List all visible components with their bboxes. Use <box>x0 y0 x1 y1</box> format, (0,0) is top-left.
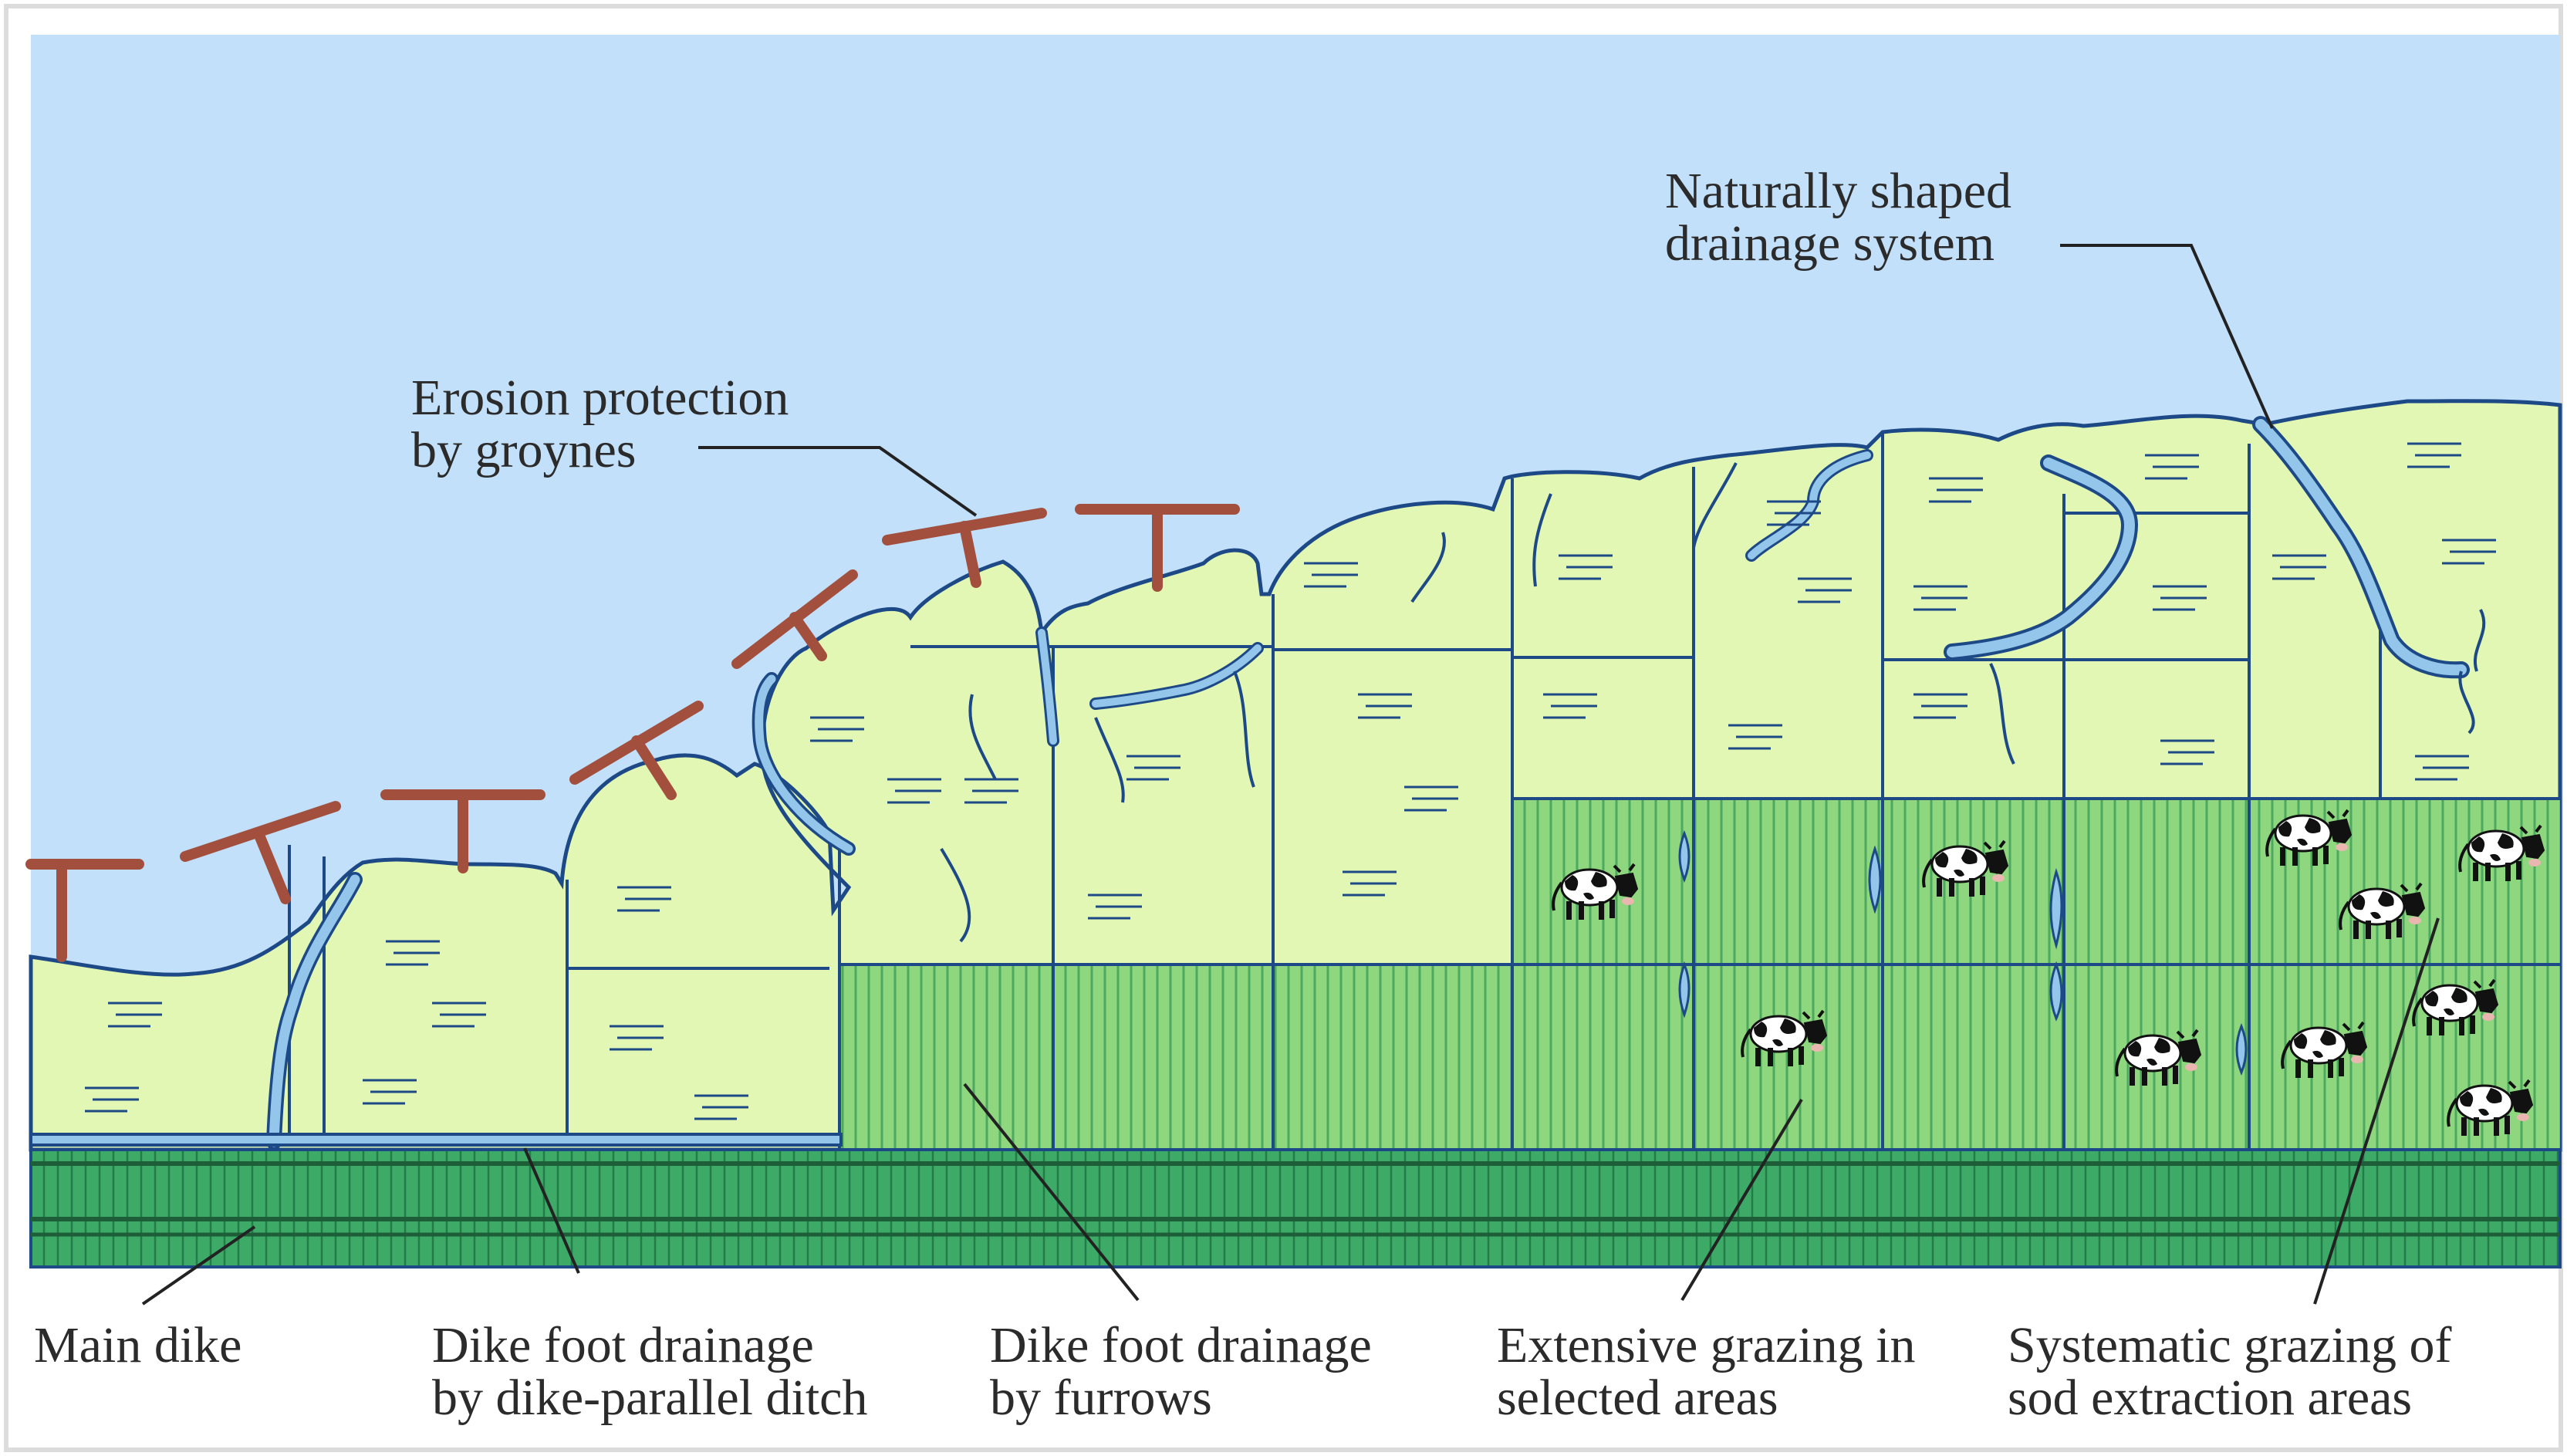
dike-parallel-ditch <box>29 1133 843 1147</box>
label-systematic-grazing: Systematic grazing of sod extraction are… <box>2008 1319 2452 1424</box>
label-line: Systematic grazing of <box>2008 1317 2452 1373</box>
furrow-zone-right <box>1512 799 2560 1150</box>
minor-creeks <box>940 462 2486 943</box>
label-line: selected areas <box>1497 1370 1778 1426</box>
label-groynes: Erosion protection by groynes <box>411 372 789 477</box>
main-dike <box>29 1148 2562 1269</box>
label-line: by furrows <box>990 1370 1212 1426</box>
label-line: Erosion protection <box>411 370 789 426</box>
groyne-icon <box>731 569 858 669</box>
pools <box>1678 829 2248 1076</box>
label-furrows: Dike foot drainage by furrows <box>990 1319 1372 1424</box>
label-line: Dike foot drainage <box>432 1317 814 1373</box>
groyne-icon <box>380 789 545 873</box>
label-line: by groynes <box>411 422 637 478</box>
groyne-icon <box>180 801 341 904</box>
label-line: Main dike <box>34 1317 242 1373</box>
label-extensive-grazing: Extensive grazing in selected areas <box>1497 1319 1916 1424</box>
label-ditch: Dike foot drainage by dike-parallel ditc… <box>432 1319 867 1424</box>
label-line: Naturally shaped <box>1665 163 2012 219</box>
label-line: drainage system <box>1665 215 1995 272</box>
groyne-icon <box>1075 504 1240 592</box>
groynes <box>25 504 1240 962</box>
label-line: sod extraction areas <box>2008 1370 2413 1426</box>
furrow-zone-left <box>839 964 1512 1150</box>
groyne-icon <box>569 701 704 800</box>
natural-creeks <box>266 416 2470 1150</box>
vegetation-hatches <box>85 442 2496 1120</box>
label-line: by dike-parallel ditch <box>432 1370 868 1426</box>
label-drainage-system: Naturally shaped drainage system <box>1665 165 2011 270</box>
label-line: Dike foot drainage <box>990 1317 1372 1373</box>
label-line: Extensive grazing in <box>1497 1317 1916 1373</box>
label-main-dike: Main dike <box>34 1319 242 1372</box>
leader-lines <box>141 244 2440 1306</box>
groyne-icon <box>882 508 1047 588</box>
groyne-icon <box>25 859 144 962</box>
